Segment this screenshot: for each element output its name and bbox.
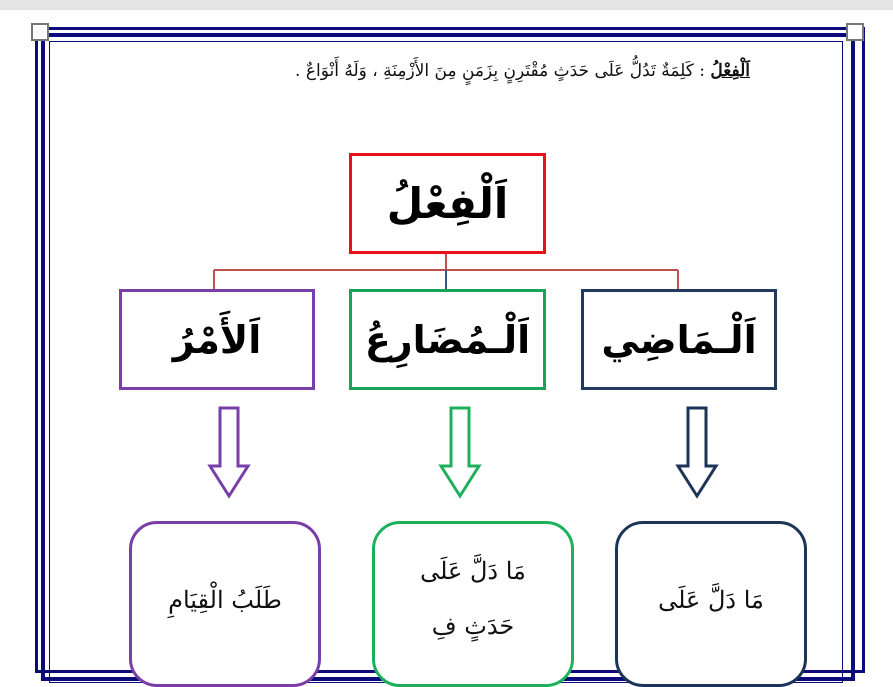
- definition-text: : كَلِمَةٌ تَدُلُّ عَلَى حَدَثٍ مُقْتَرِ…: [295, 61, 711, 81]
- corner-mark-left: [31, 23, 49, 41]
- imperative-definition-box: طَلَبُ الْقِيَامِ: [129, 521, 321, 687]
- present-tense-box: اَلْـمُضَارِعُ: [349, 289, 546, 390]
- present-definition-line1: مَا دَلَّ عَلَى: [420, 557, 526, 585]
- present-definition-box: مَا دَلَّ عَلَى حَدَثٍ فِ: [372, 521, 574, 687]
- past-tense-box: اَلْـمَاضِي: [581, 289, 777, 390]
- imperative-definition-line1: طَلَبُ الْقِيَامِ: [168, 586, 282, 614]
- imperative-box: اَلأَمْرُ: [119, 289, 315, 390]
- definition-term: اَلْفِعْلُ: [710, 61, 750, 81]
- imperative-down-arrow-icon: [207, 406, 251, 499]
- root-verb-box: اَلْفِعْلُ: [349, 153, 546, 254]
- past-down-arrow-icon: [675, 406, 719, 499]
- past-definition-box: مَا دَلَّ عَلَى: [615, 521, 807, 687]
- corner-mark-right: [846, 23, 864, 41]
- top-toolbar-strip: [0, 0, 893, 10]
- past-definition-line1: مَا دَلَّ عَلَى: [658, 586, 764, 614]
- tree-connector-lines: [213, 250, 679, 289]
- present-down-arrow-icon: [438, 406, 482, 499]
- present-definition-line2: حَدَثٍ فِ: [431, 612, 515, 640]
- verb-definition-line: اَلْفِعْلُ : كَلِمَةٌ تَدُلُّ عَلَى حَدَ…: [60, 61, 750, 81]
